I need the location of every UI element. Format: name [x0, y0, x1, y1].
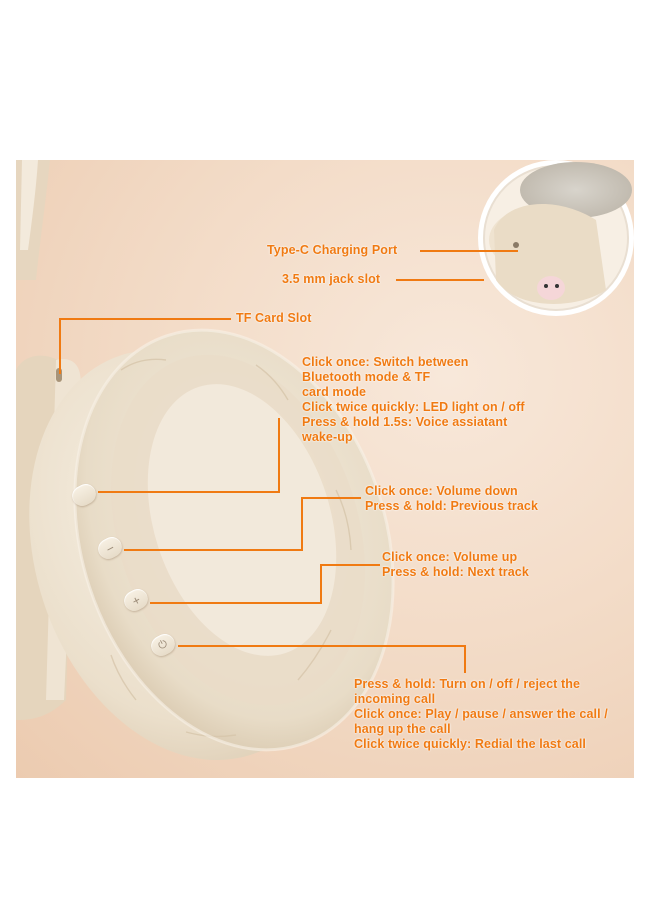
- vol-down-leader-top: [301, 497, 361, 499]
- multi-leader-v: [278, 418, 280, 493]
- tf-card-leader-h: [59, 318, 231, 320]
- type-c-leader: [420, 250, 518, 252]
- power-leader-v: [464, 645, 466, 673]
- vol-up-leader-h: [150, 602, 322, 604]
- vol-down-leader-v: [301, 497, 303, 551]
- volume-down-label: Click once: Volume down Press & hold: Pr…: [365, 484, 539, 513]
- vol-down-leader-h: [124, 549, 302, 551]
- multi-leader-h: [98, 491, 280, 493]
- product-image-panel: − + ⏻: [16, 160, 634, 778]
- power-label: Press & hold: Turn on / off / reject the…: [354, 677, 608, 751]
- headphone-illustration: [16, 160, 634, 761]
- jack-leader: [396, 279, 484, 281]
- tf-card-leader-v: [59, 318, 61, 374]
- minus-icon: −: [103, 539, 117, 557]
- power-icon: ⏻: [156, 637, 170, 652]
- type-c-label: Type-C Charging Port: [267, 243, 398, 257]
- vol-up-leader-v: [320, 564, 322, 604]
- vol-up-leader-top: [320, 564, 380, 566]
- power-leader-h: [178, 645, 466, 647]
- jack-label: 3.5 mm jack slot: [282, 272, 381, 286]
- tf-card-label: TF Card Slot: [236, 311, 312, 325]
- multifunction-label: Click once: Switch between Bluetooth mod…: [302, 355, 525, 444]
- volume-up-label: Click once: Volume up Press & hold: Next…: [382, 550, 529, 579]
- plus-icon: +: [129, 591, 143, 609]
